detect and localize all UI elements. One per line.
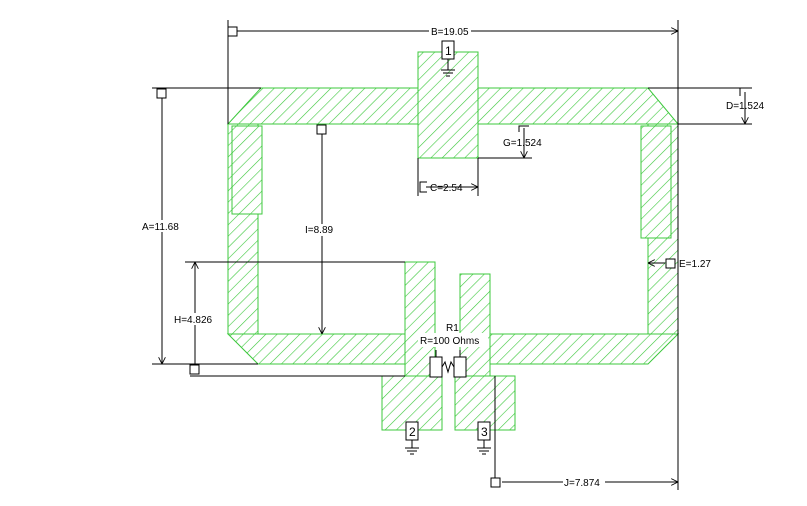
resistor-value: R=100 Ohms [420,336,479,347]
dim-h-handle[interactable] [189,364,200,375]
ring-left-stub[interactable] [231,125,263,215]
dim-j-handle[interactable] [490,477,501,488]
dim-c-label: C=2.54 [430,183,463,194]
port-1[interactable]: 1 [441,40,455,77]
port-2-label: 2 [409,425,416,439]
dim-j-label: J=7.874 [564,478,600,489]
resistor-r1[interactable]: R1 R=100 Ohms [418,323,488,378]
ring-right-stub[interactable] [640,125,672,239]
dim-e-label: E=1.27 [679,259,711,270]
dim-h-label: H=4.826 [174,315,213,326]
port-2[interactable]: 2 [405,421,419,455]
dim-i-handle[interactable] [316,124,327,135]
copper-layer [226,51,680,431]
port2-pad[interactable] [381,375,443,431]
dim-i-label: I=8.89 [305,225,334,236]
dim-b-label: B=19.05 [431,27,469,38]
dim-b-handle[interactable] [227,26,238,37]
dim-e-handle[interactable] [665,258,676,269]
port-3[interactable]: 3 [477,421,491,455]
resistor-name: R1 [446,323,459,334]
port3-pad[interactable] [454,375,516,431]
dim-a-label: A=11.68 [142,222,179,233]
dim-a-handle[interactable] [156,88,167,99]
port-3-label: 3 [481,425,488,439]
port-1-label: 1 [445,44,452,58]
dim-g-label: G=1.524 [503,138,542,149]
ring-bottom-right-arm[interactable] [460,333,680,365]
dim-d-label: D=1.524 [726,101,765,112]
ring-bottom-left-arm[interactable] [226,333,429,365]
